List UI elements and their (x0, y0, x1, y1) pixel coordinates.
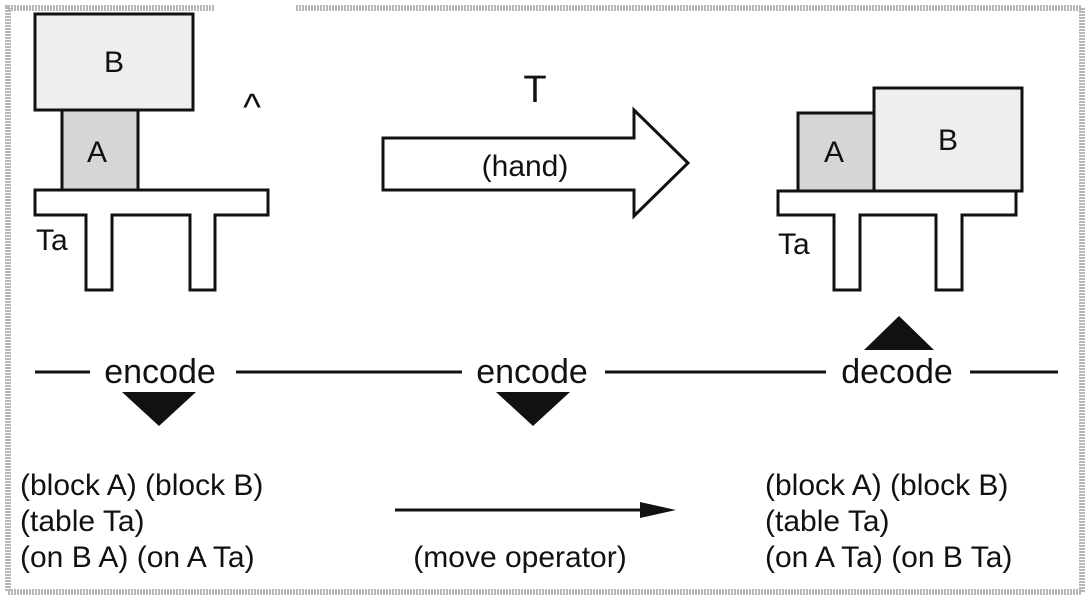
middle-operator: (move operator) (395, 502, 676, 574)
decode-arrowhead (864, 316, 934, 350)
frame-gap (215, 0, 295, 14)
table-ta-right (776, 189, 1018, 292)
caret-symbol: ^ (243, 87, 261, 129)
right-scene: A B Ta (776, 86, 1024, 292)
right-desc-line-3: (on A Ta) (on B Ta) (765, 541, 1012, 574)
encode-left-label: encode (104, 353, 216, 391)
left-description: (block A) (block B) (table Ta) (on B A) … (20, 469, 263, 574)
decode-right-label: decode (841, 353, 953, 391)
move-operator-arrowhead (640, 502, 676, 518)
left-desc-line-2: (table Ta) (20, 505, 145, 538)
diagram-frame (5, 5, 1085, 595)
left-scene: B A Ta ^ (33, 12, 270, 292)
left-desc-line-3: (on B A) (on A Ta) (20, 541, 255, 574)
hand-arrow-label: (hand) (482, 150, 569, 183)
right-desc-line-2: (table Ta) (765, 505, 890, 538)
encode-decode-axis: encode encode decode (35, 316, 1058, 426)
transition: T (hand) (381, 69, 691, 220)
operator-t-label: T (523, 69, 546, 111)
block-a-left-label: A (87, 136, 107, 169)
encode-left-arrowhead (122, 392, 196, 426)
hand-arrow (381, 106, 691, 220)
table-ta-left-label: Ta (36, 224, 68, 257)
move-operator-label: (move operator) (413, 541, 626, 574)
left-desc-line-1: (block A) (block B) (20, 469, 263, 502)
table-ta-right-label: Ta (778, 228, 810, 261)
encode-middle-label: encode (476, 353, 588, 391)
encode-middle-arrowhead (496, 392, 570, 426)
table-ta-left (33, 188, 270, 292)
block-a-right-label: A (824, 136, 844, 169)
block-b-left-label: B (104, 46, 124, 79)
block-a-right (796, 111, 876, 193)
block-b-right-label: B (938, 124, 958, 157)
block-b-right (872, 86, 1024, 193)
right-desc-line-1: (block A) (block B) (765, 469, 1008, 502)
right-description: (block A) (block B) (table Ta) (on A Ta)… (765, 469, 1012, 574)
